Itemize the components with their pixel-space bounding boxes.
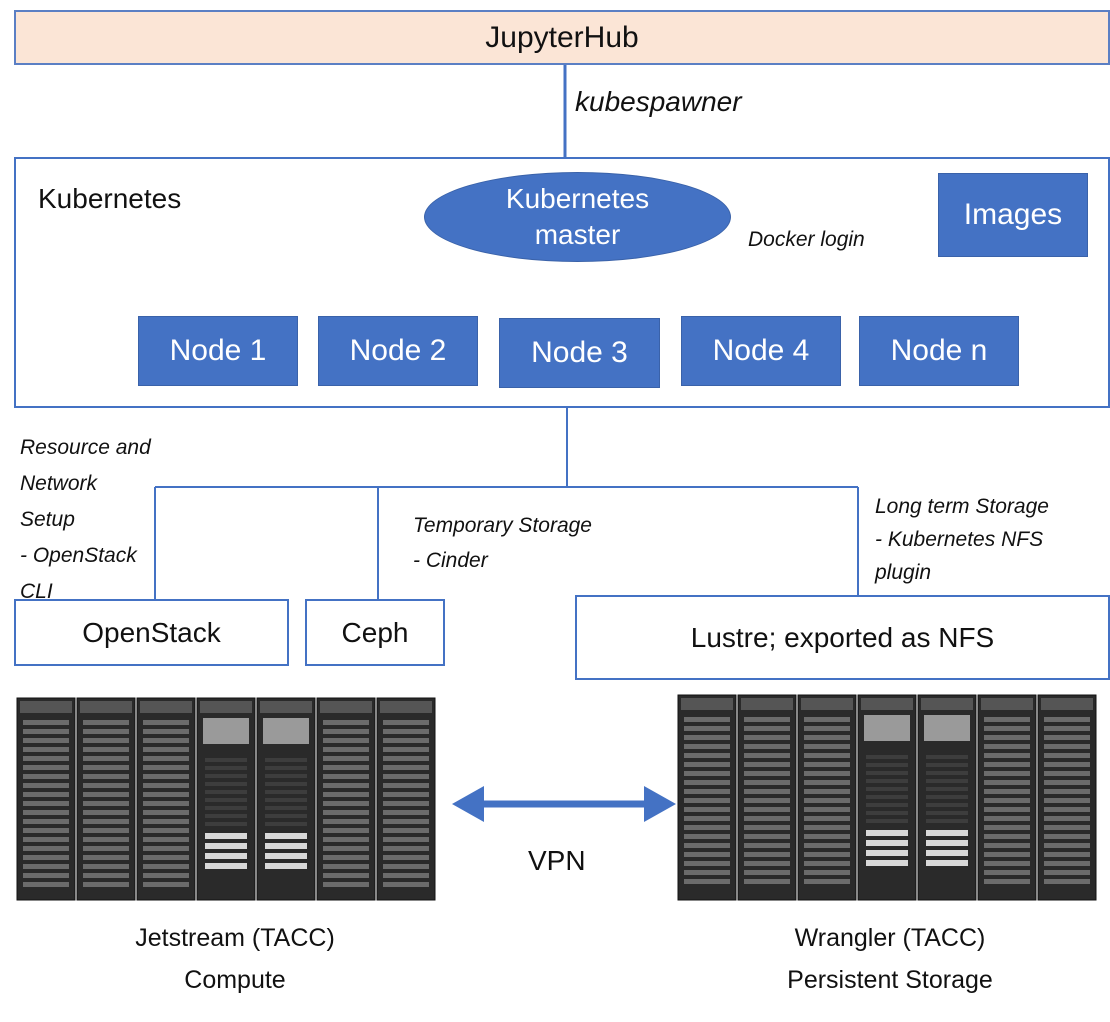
server-rack	[977, 694, 1037, 901]
caption-line: Compute	[184, 966, 286, 994]
annotation-line: Long term Storage	[875, 495, 1049, 518]
images-label: Images	[963, 198, 1063, 231]
resource-network-annotation: Resource and Network Setup - OpenStack C…	[20, 430, 190, 610]
annotation-line: plugin	[875, 561, 932, 584]
node-label: Node 1	[169, 334, 267, 367]
node-label: Node 3	[531, 336, 628, 369]
server-rack	[1037, 694, 1097, 901]
node-3-box: Node 3	[499, 318, 660, 388]
caption-line: Jetstream (TACC)	[135, 924, 335, 952]
annotation-line: - OpenStack	[20, 544, 137, 567]
server-rack	[797, 694, 857, 901]
annotation-line: Temporary Storage	[413, 514, 592, 537]
server-rack	[16, 697, 76, 901]
wrangler-rack-illustration	[677, 694, 1097, 901]
openstack-label: OpenStack	[82, 616, 221, 648]
node-1-box: Node 1	[138, 316, 298, 386]
server-rack	[76, 697, 136, 901]
server-rack	[316, 697, 376, 901]
node-2-box: Node 2	[318, 316, 478, 386]
wrangler-caption: Wrangler (TACC) Persistent Storage	[740, 917, 1040, 1001]
lustre-label: Lustre; exported as NFS	[690, 621, 995, 653]
server-rack	[737, 694, 797, 901]
annotation-line: Setup	[20, 508, 75, 531]
jupyterhub-label: JupyterHub	[485, 20, 639, 54]
jupyterhub-box: JupyterHub	[14, 10, 1110, 65]
vpn-double-arrow	[452, 786, 676, 822]
server-rack	[376, 697, 436, 901]
server-rack	[196, 697, 256, 901]
kubernetes-label: Kubernetes	[38, 183, 182, 214]
annotation-line: Resource and	[20, 436, 151, 459]
jetstream-caption: Jetstream (TACC) Compute	[110, 917, 360, 1001]
ceph-label: Ceph	[341, 616, 409, 648]
server-rack	[677, 694, 737, 901]
long-term-storage-annotation: Long term Storage - Kubernetes NFS plugi…	[875, 490, 1105, 589]
server-rack	[256, 697, 316, 901]
node-label: Node 2	[349, 334, 447, 367]
node-label: Node 4	[712, 334, 810, 367]
server-rack	[917, 694, 977, 901]
server-rack	[857, 694, 917, 901]
ceph-box: Ceph	[305, 599, 445, 666]
master-label-line1: Kubernetes	[505, 182, 650, 214]
master-label-line2: master	[534, 219, 621, 250]
caption-line: Wrangler (TACC)	[794, 924, 986, 952]
openstack-box: OpenStack	[14, 599, 289, 666]
annotation-line: CLI	[20, 580, 53, 603]
node-label: Node n	[890, 334, 988, 367]
kubernetes-master-node: Kubernetes master	[424, 172, 731, 262]
images-registry-box: Images	[938, 173, 1088, 257]
lustre-box: Lustre; exported as NFS	[575, 595, 1110, 680]
annotation-line: - Kubernetes NFS	[875, 528, 1044, 551]
jetstream-rack-illustration	[16, 697, 436, 901]
annotation-line: - Cinder	[413, 549, 488, 572]
node-4-box: Node 4	[681, 316, 841, 386]
docker-login-label: Docker login	[748, 228, 865, 251]
annotation-line: Network	[20, 472, 98, 495]
temporary-storage-annotation: Temporary Storage - Cinder	[413, 508, 673, 578]
node-n-box: Node n	[859, 316, 1019, 386]
server-rack	[136, 697, 196, 901]
kubespawner-label: kubespawner	[575, 86, 742, 117]
vpn-label: VPN	[528, 845, 586, 876]
caption-line: Persistent Storage	[787, 966, 993, 994]
